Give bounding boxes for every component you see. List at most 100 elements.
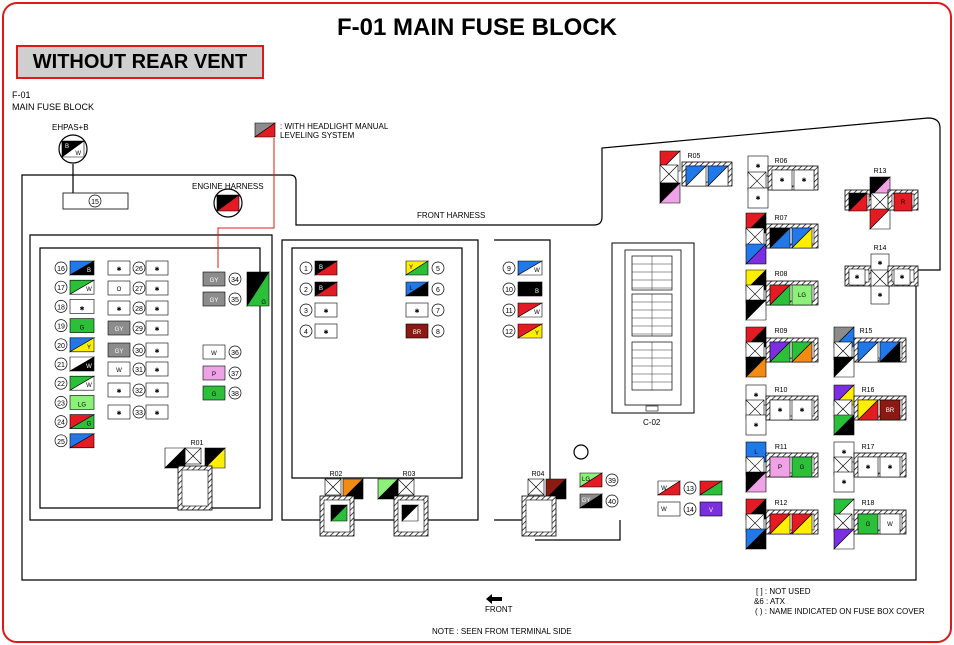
inner-compartment [291, 247, 463, 479]
svg-text:✱: ✱ [887, 464, 892, 471]
svg-text:GY: GY [210, 298, 219, 304]
fuse-34-35-wire: G [246, 270, 270, 308]
left-compartment [29, 234, 273, 521]
svg-text:35: 35 [231, 297, 239, 304]
relay-r05: R05 [659, 150, 733, 204]
svg-text:✱: ✱ [154, 326, 159, 333]
svg-text:38: 38 [231, 391, 239, 398]
relay-r04: R04 [521, 471, 567, 537]
svg-text:LG: LG [798, 293, 806, 299]
svg-text:✱: ✱ [753, 392, 758, 399]
svg-text:✱: ✱ [877, 260, 882, 267]
seen-note: NOTE : SEEN FROM TERMINAL SIDE [432, 627, 572, 636]
fuse-34: GY 34 [202, 271, 242, 287]
svg-text:P: P [212, 372, 216, 378]
block-code: F-01 [12, 90, 31, 100]
fuse-35: GY 35 [202, 291, 242, 307]
svg-text:Y: Y [535, 331, 539, 337]
svg-text:R04: R04 [532, 471, 545, 478]
svg-text:19: 19 [57, 324, 65, 331]
relay-r10: R10✱✱✱✱ [745, 384, 819, 436]
svg-text:R09: R09 [775, 328, 788, 335]
svg-text:6: 6 [436, 287, 440, 294]
svg-text:✱: ✱ [154, 348, 159, 355]
svg-text:7: 7 [436, 308, 440, 315]
svg-text:G: G [866, 522, 871, 528]
left-inner-rail [39, 247, 261, 509]
svg-text:37: 37 [231, 371, 239, 378]
svg-text:✱: ✱ [79, 305, 84, 312]
front-arrow-icon [486, 594, 502, 604]
svg-text:2: 2 [304, 287, 308, 294]
svg-text:16: 16 [57, 266, 65, 273]
svg-text:GY: GY [210, 278, 219, 284]
block-name: MAIN FUSE BLOCK [12, 102, 95, 112]
svg-text:1: 1 [304, 266, 308, 273]
svg-text:R11: R11 [775, 444, 787, 451]
svg-text:5: 5 [436, 266, 440, 273]
svg-text:24: 24 [57, 420, 65, 427]
svg-text:32: 32 [135, 388, 143, 395]
svg-text:W: W [534, 268, 540, 274]
svg-text:W: W [887, 522, 893, 528]
svg-text:R14: R14 [874, 245, 887, 252]
svg-text:✱: ✱ [323, 329, 328, 336]
svg-text:R18: R18 [862, 500, 875, 507]
svg-text:28: 28 [135, 306, 143, 313]
svg-text:BR: BR [413, 330, 422, 336]
svg-text:✱: ✱ [154, 367, 159, 374]
svg-text:26: 26 [135, 266, 143, 273]
svg-text:23: 23 [57, 400, 65, 407]
svg-text:Y: Y [409, 265, 413, 271]
svg-text:✱: ✱ [877, 292, 882, 299]
svg-text:10: 10 [505, 287, 513, 294]
relay-r17: R17✱✱✱✱ [833, 441, 907, 493]
svg-text:P: P [778, 465, 782, 471]
fuse-37: P 37 [202, 365, 242, 381]
svg-text:✱: ✱ [154, 266, 159, 273]
svg-text:R13: R13 [874, 168, 887, 175]
svg-text:21: 21 [57, 362, 65, 369]
fuse-28: ✱28✱ [107, 300, 169, 316]
engine-harness-label: ENGINE HARNESS [192, 182, 264, 191]
svg-text:✱: ✱ [777, 407, 782, 414]
svg-text:✱: ✱ [116, 266, 121, 273]
svg-text:R: R [901, 200, 906, 206]
svg-text:✱: ✱ [116, 388, 121, 395]
svg-text:BR: BR [886, 408, 895, 414]
fuse-33: ✱33✱ [107, 404, 169, 420]
svg-text:R07: R07 [775, 215, 788, 222]
svg-text:W: W [86, 287, 92, 293]
svg-text:LG: LG [582, 477, 590, 483]
svg-text:B: B [319, 265, 323, 271]
svg-text:G: G [87, 422, 92, 428]
svg-text:✱: ✱ [854, 274, 859, 281]
svg-text:34: 34 [231, 277, 239, 284]
headlight-leader [217, 138, 275, 268]
front-label: FRONT [485, 605, 513, 614]
connector-c02 [611, 242, 695, 414]
svg-text:G: G [800, 465, 805, 471]
svg-text:✱: ✱ [116, 410, 121, 417]
svg-text:✱: ✱ [841, 479, 846, 486]
svg-text:W: W [86, 364, 92, 370]
fuse-15: 15 [62, 192, 129, 210]
svg-text:W: W [86, 383, 92, 389]
svg-text:✱: ✱ [865, 464, 870, 471]
legend-atx: &6 : ATX [754, 597, 785, 606]
svg-text:11: 11 [505, 308, 512, 315]
svg-text:31: 31 [135, 367, 143, 374]
ehpas-label: EHPAS+B [52, 123, 89, 132]
